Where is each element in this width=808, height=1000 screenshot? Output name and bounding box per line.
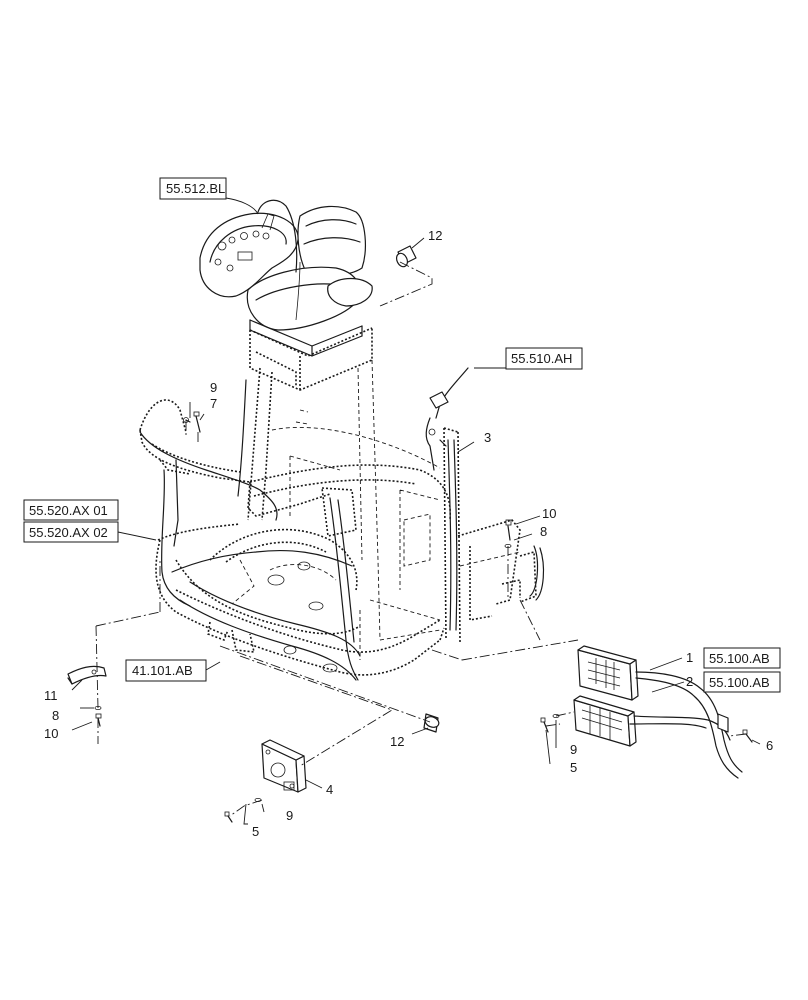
callout-11: 11 [44, 688, 58, 703]
callout-4: 4 [326, 782, 333, 797]
plug-bottom [423, 713, 440, 733]
ref-harness-left-1: 55.520.AX 01 [29, 503, 108, 518]
reference-boxes: 55.512.BL 55.510.AH 55.520.AX 01 55.520.… [23, 177, 781, 693]
ref-module-2: 55.100.AB [709, 675, 770, 690]
control-module-4 [261, 739, 307, 793]
callout-8-right: 8 [540, 524, 547, 539]
bracket-11 [67, 665, 107, 685]
callout-9-mid: 9 [570, 742, 577, 757]
callout-1: 1 [686, 650, 693, 665]
callout-9-bottom: 9 [286, 808, 293, 823]
ref-seat: 55.512.BL [166, 181, 225, 196]
relay-module-2 [573, 695, 637, 747]
leader-lines [71, 197, 761, 825]
ref-frame: 41.101.AB [132, 663, 193, 678]
ref-box-harness-left-1 [23, 499, 119, 521]
fasteners [67, 245, 753, 823]
callout-12-bottom: 12 [390, 734, 404, 749]
ref-harness-left-2: 55.520.AX 02 [29, 525, 108, 540]
callout-10-right: 10 [542, 506, 556, 521]
plug-top [395, 245, 417, 268]
callout-7: 7 [210, 396, 217, 411]
cab-frame [139, 327, 537, 676]
callout-2: 2 [686, 674, 693, 689]
callout-5-mid: 5 [570, 760, 577, 775]
ref-box-harness-right [505, 347, 583, 370]
callout-12-top: 12 [428, 228, 442, 243]
callout-8-left: 8 [52, 708, 59, 723]
relay-module-1 [577, 645, 639, 701]
callout-6: 6 [766, 738, 773, 753]
ref-box-module-2 [703, 671, 781, 693]
callout-5-bottom: 5 [252, 824, 259, 839]
ref-box-module-1 [703, 647, 781, 669]
ref-box-harness-left-2 [23, 521, 119, 543]
seat-assembly [199, 199, 373, 357]
callout-numbers: 12 9 7 3 10 8 11 8 10 12 4 9 5 1 2 9 5 6 [44, 228, 773, 839]
ref-module-1: 55.100.AB [709, 651, 770, 666]
ref-box-frame [125, 659, 207, 682]
ref-harness-right: 55.510.AH [511, 351, 572, 366]
callout-3: 3 [484, 430, 491, 445]
wire-harnesses [139, 367, 545, 681]
callout-9-left: 9 [210, 380, 217, 395]
callout-10-left: 10 [44, 726, 58, 741]
ref-box-seat [159, 177, 227, 200]
assembly-lines [95, 261, 747, 817]
